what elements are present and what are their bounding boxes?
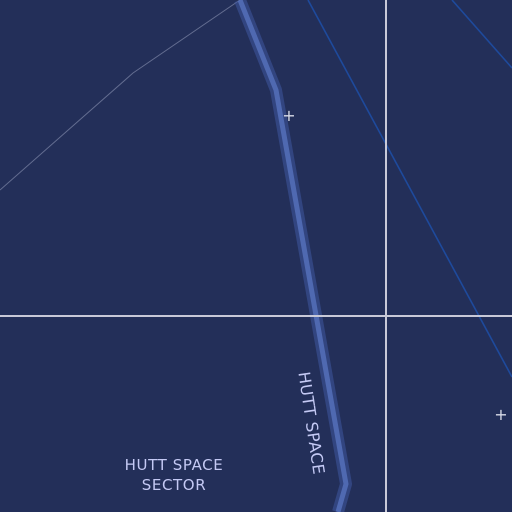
hyperlane-core [237,0,349,512]
sector-label-line-1: HUTT SPACE [125,456,224,474]
hyperspace-route-line-edge [451,0,512,69]
sector-label-line-2: SECTOR [142,476,206,494]
system-marker-upper[interactable]: + [282,106,295,125]
sector-border-line [0,0,241,191]
system-marker-lower-right[interactable]: + [494,405,507,424]
hyperspace-route-line [307,0,512,378]
